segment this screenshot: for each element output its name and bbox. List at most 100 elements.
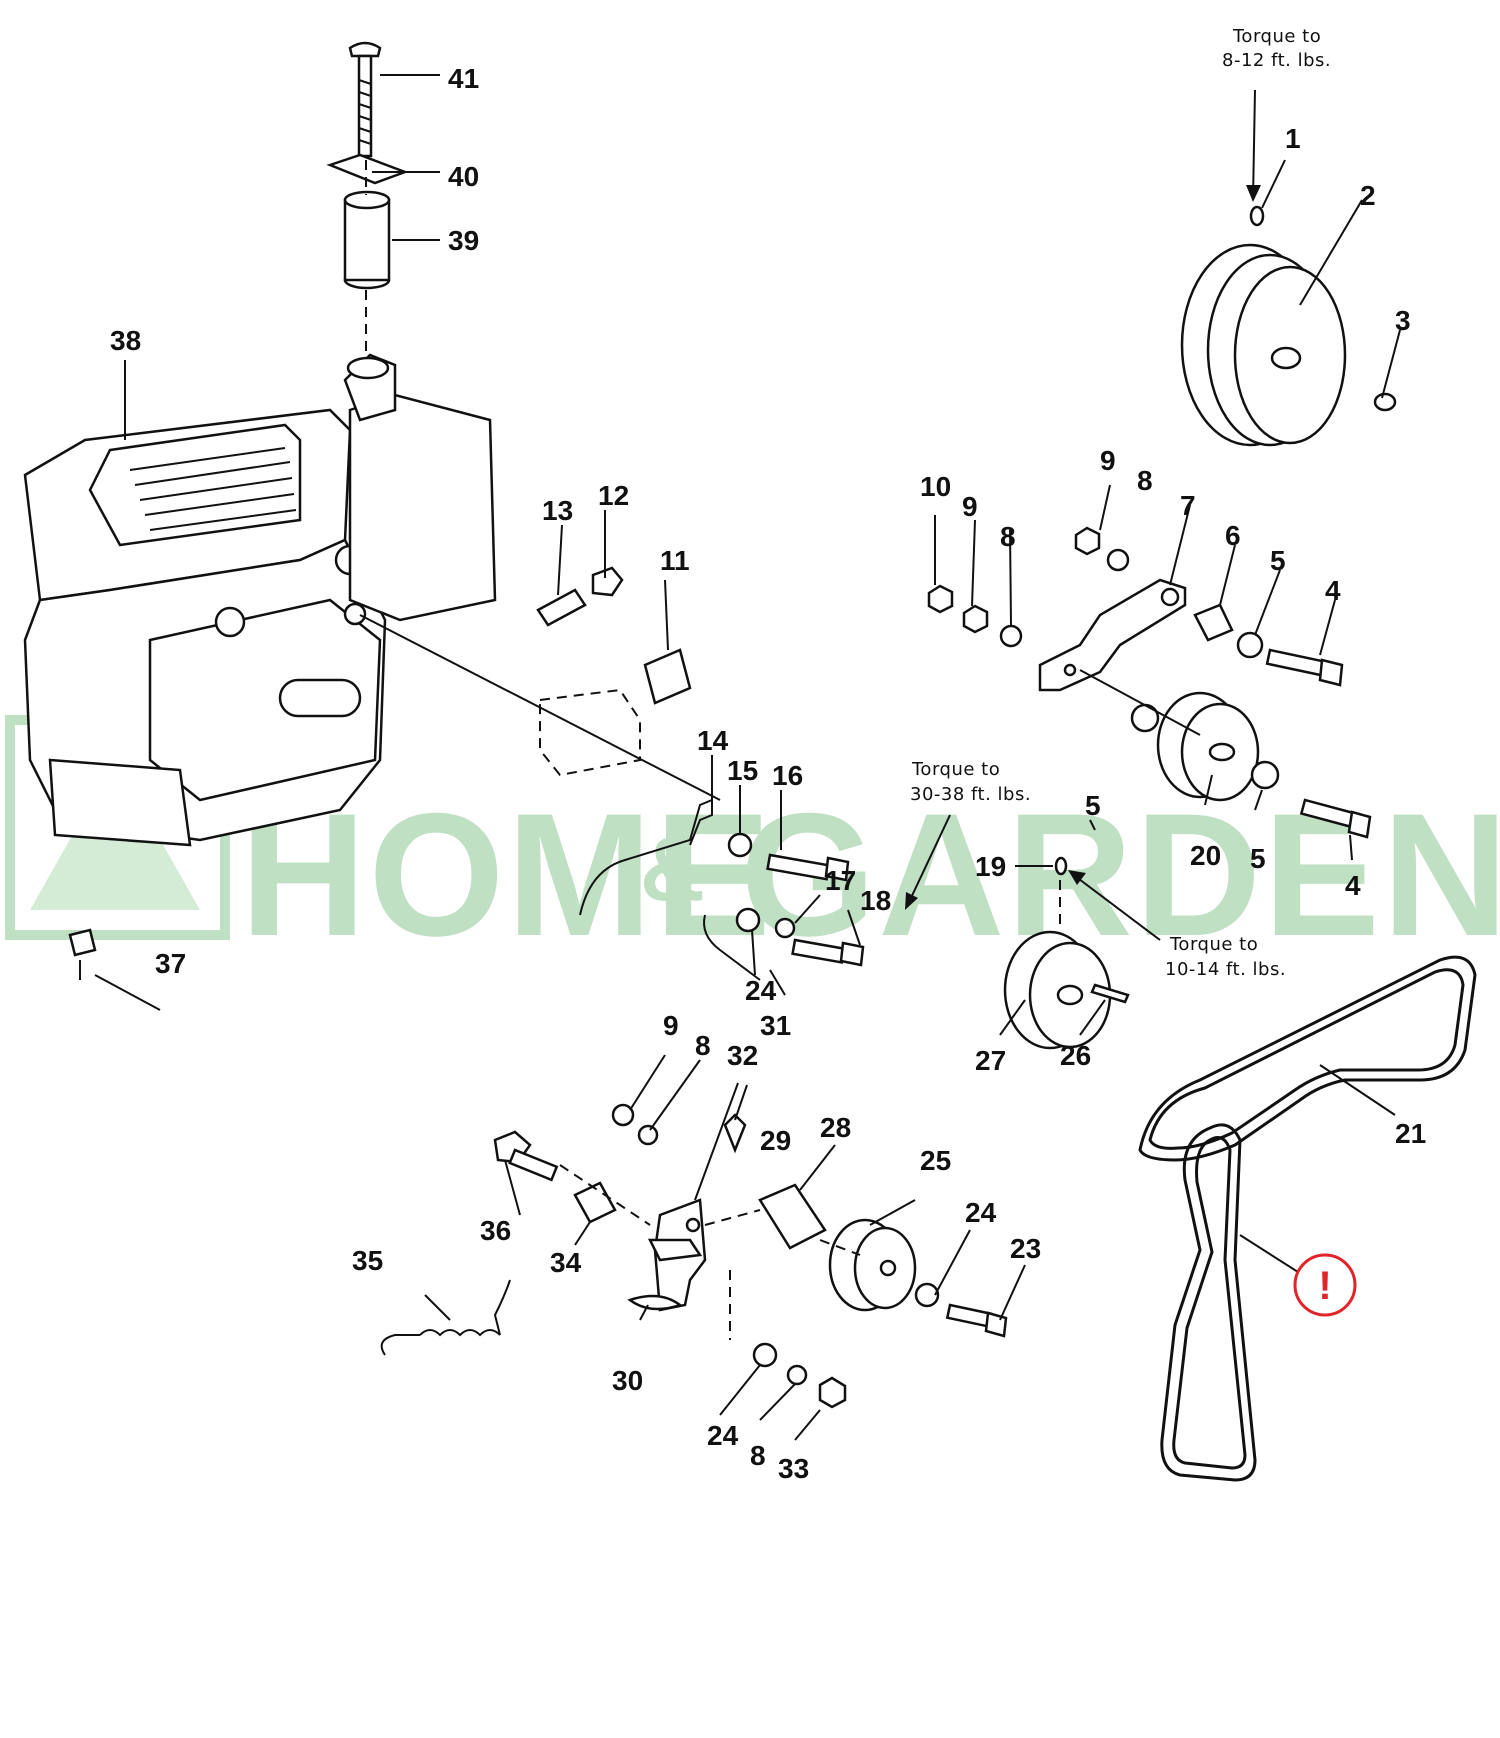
part-32-bracket: [647, 1198, 707, 1312]
arrow-torque-top: [1252, 89, 1256, 201]
callout-15: 15: [727, 755, 758, 786]
callout-9-mid: 9: [962, 491, 978, 522]
part-7-bracket: [1038, 578, 1187, 692]
part-24-washer: [735, 907, 761, 933]
part-9-nut-b: [1074, 526, 1101, 556]
callout-31: 31: [760, 1010, 791, 1041]
watermark-garden: GARDEN: [740, 778, 1500, 973]
callout-8-bottom: 8: [695, 1030, 711, 1061]
part-37-bolt: [68, 928, 97, 957]
leader-warning: [1239, 1234, 1299, 1273]
leaders: [94, 74, 1401, 1441]
part-30-key: [627, 1294, 683, 1311]
callout-30: 30: [612, 1365, 643, 1396]
part-14-rod: [579, 798, 713, 916]
part-8-washer-b: [1106, 548, 1130, 572]
part-28-spacer: [758, 1183, 827, 1250]
part-4-bolt-b: [1299, 798, 1372, 839]
part-2-pulley: [1180, 243, 1347, 447]
part-3-key: [1373, 392, 1397, 412]
callout-36: 36: [480, 1215, 511, 1246]
part-10-nut: [927, 584, 954, 614]
callout-11: 11: [660, 545, 690, 576]
torque-note-right-line1: Torque to: [1169, 934, 1258, 955]
callout-4-top: 4: [1325, 575, 1341, 606]
part-21-belt: [1138, 955, 1477, 1162]
part-36-bolt: [493, 1130, 559, 1182]
callout-26: 26: [1060, 1040, 1091, 1071]
callout-3: 3: [1395, 305, 1411, 336]
callout-17: 17: [825, 865, 856, 896]
callout-29: 29: [760, 1125, 791, 1156]
part-19-key: [1054, 856, 1068, 876]
callout-6: 6: [1225, 520, 1241, 551]
callout-18: 18: [860, 885, 891, 916]
part-41-bolt: [348, 41, 382, 158]
part-1-key: [1249, 205, 1265, 227]
part-31-link: [703, 914, 761, 981]
part-5-washer-c: [1250, 760, 1280, 790]
callout-24-bottom: 24: [707, 1420, 739, 1451]
part-5-washer-b: [1130, 703, 1160, 733]
callout-35: 35: [352, 1245, 383, 1276]
callout-39: 39: [448, 225, 479, 256]
part-39-spacer: [343, 190, 391, 290]
arrow-torque-mid: [909, 814, 951, 901]
part-8-washer-a: [999, 624, 1023, 648]
watermark-ampersand: &: [640, 820, 707, 920]
part-8-washer-c: [637, 1124, 659, 1146]
callout-40: 40: [448, 161, 479, 192]
callout-33: 33: [778, 1453, 809, 1484]
part-11-bracket: [643, 648, 692, 705]
callout-1: 1: [1285, 123, 1301, 154]
part-23-bolt: [945, 1303, 1008, 1338]
callout-numbers: 41 40 39 38 1 2 3 9 8 7 6 5 4 10 9 8 5 2…: [110, 63, 1426, 1484]
callout-14: 14: [697, 725, 729, 756]
part-6-spacer: [1193, 603, 1234, 642]
torque-note-mid-line2: 30-38 ft. lbs.: [910, 784, 1031, 805]
callout-24-right: 24: [965, 1197, 997, 1228]
part-17-washer: [774, 917, 796, 939]
part-8-washer-d: [786, 1364, 808, 1386]
engine: [23, 353, 497, 847]
part-9-nut-c: [611, 1103, 635, 1127]
callout-5-right: 5: [1250, 843, 1266, 874]
callout-23: 23: [1010, 1233, 1041, 1264]
exclamation-circle-icon: [1293, 1253, 1357, 1317]
part-40-plate: [326, 153, 409, 185]
arrow-torque-right: [1074, 875, 1161, 941]
warning-belt: [1160, 1123, 1257, 1482]
callout-28: 28: [820, 1112, 851, 1143]
part-25-pulley: [828, 1218, 917, 1312]
callout-9-top: 9: [1100, 445, 1116, 476]
part-24-washer-c: [752, 1342, 778, 1368]
callout-7: 7: [1180, 490, 1196, 521]
part-13-fitting: [536, 588, 587, 627]
callout-19: 19: [975, 851, 1006, 882]
part-24-washer-b: [914, 1282, 940, 1308]
callout-5-left: 5: [1085, 790, 1101, 821]
part-16-bolt: [766, 853, 850, 882]
callout-38: 38: [110, 325, 141, 356]
part-33-nut: [818, 1376, 847, 1409]
callout-41: 41: [448, 63, 479, 94]
callout-32: 32: [727, 1040, 758, 1071]
callout-13: 13: [542, 495, 573, 526]
callout-37: 37: [155, 948, 186, 979]
callout-20: 20: [1190, 840, 1221, 871]
callout-16: 16: [772, 760, 803, 791]
part-5-washer-a: [1236, 631, 1264, 659]
callout-27: 27: [975, 1045, 1006, 1076]
torque-note-top-line2: 8-12 ft. lbs.: [1222, 50, 1331, 71]
callout-9-bottom: 9: [663, 1010, 679, 1041]
callout-12: 12: [598, 480, 629, 511]
callout-10: 10: [920, 471, 951, 502]
callout-8-top: 8: [1137, 465, 1153, 496]
part-18-bolt: [791, 938, 865, 967]
callout-4-bottom: 4: [1345, 870, 1361, 901]
torque-note-top-line1: Torque to: [1232, 26, 1321, 47]
part-4-bolt-a: [1265, 648, 1344, 687]
callout-8-mid: 8: [1000, 521, 1016, 552]
callout-2: 2: [1360, 180, 1376, 211]
